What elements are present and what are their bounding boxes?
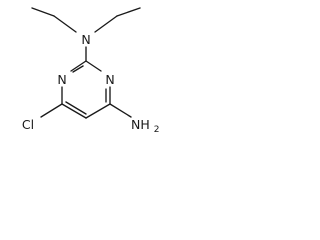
bond-c6-c5-double (65, 101, 87, 115)
bond-c6-c5 (61, 103, 87, 119)
bond-lines (31, 7, 141, 119)
bond-c6-cl (40, 103, 63, 118)
bond-ethyl-right-a (94, 15, 118, 33)
ring-nitrogen-left-label: N (57, 72, 66, 87)
ring-nitrogen-right-label: N (105, 72, 114, 87)
bond-ethyl-left-a (31, 7, 55, 17)
structure-diagram: N N N Cl NH 2 (22, 7, 160, 135)
bond-ethyl-right-b (116, 7, 141, 17)
atom-labels: N N N Cl NH 2 (22, 32, 160, 135)
bond-c2-n1 (70, 60, 87, 72)
bond-c2-n1-double (72, 65, 84, 73)
amino-group-main: NH (131, 117, 150, 132)
amino-group-label: NH 2 (131, 117, 159, 135)
amine-nitrogen-label: N (81, 32, 90, 47)
amino-group-subscript: 2 (154, 125, 160, 135)
chlorine-label: Cl (22, 117, 34, 132)
bond-ethyl-left-b (53, 15, 77, 33)
bond-c4-c5 (85, 103, 111, 119)
bond-c4-nh2 (109, 103, 132, 118)
bond-c2-n3 (85, 60, 102, 72)
